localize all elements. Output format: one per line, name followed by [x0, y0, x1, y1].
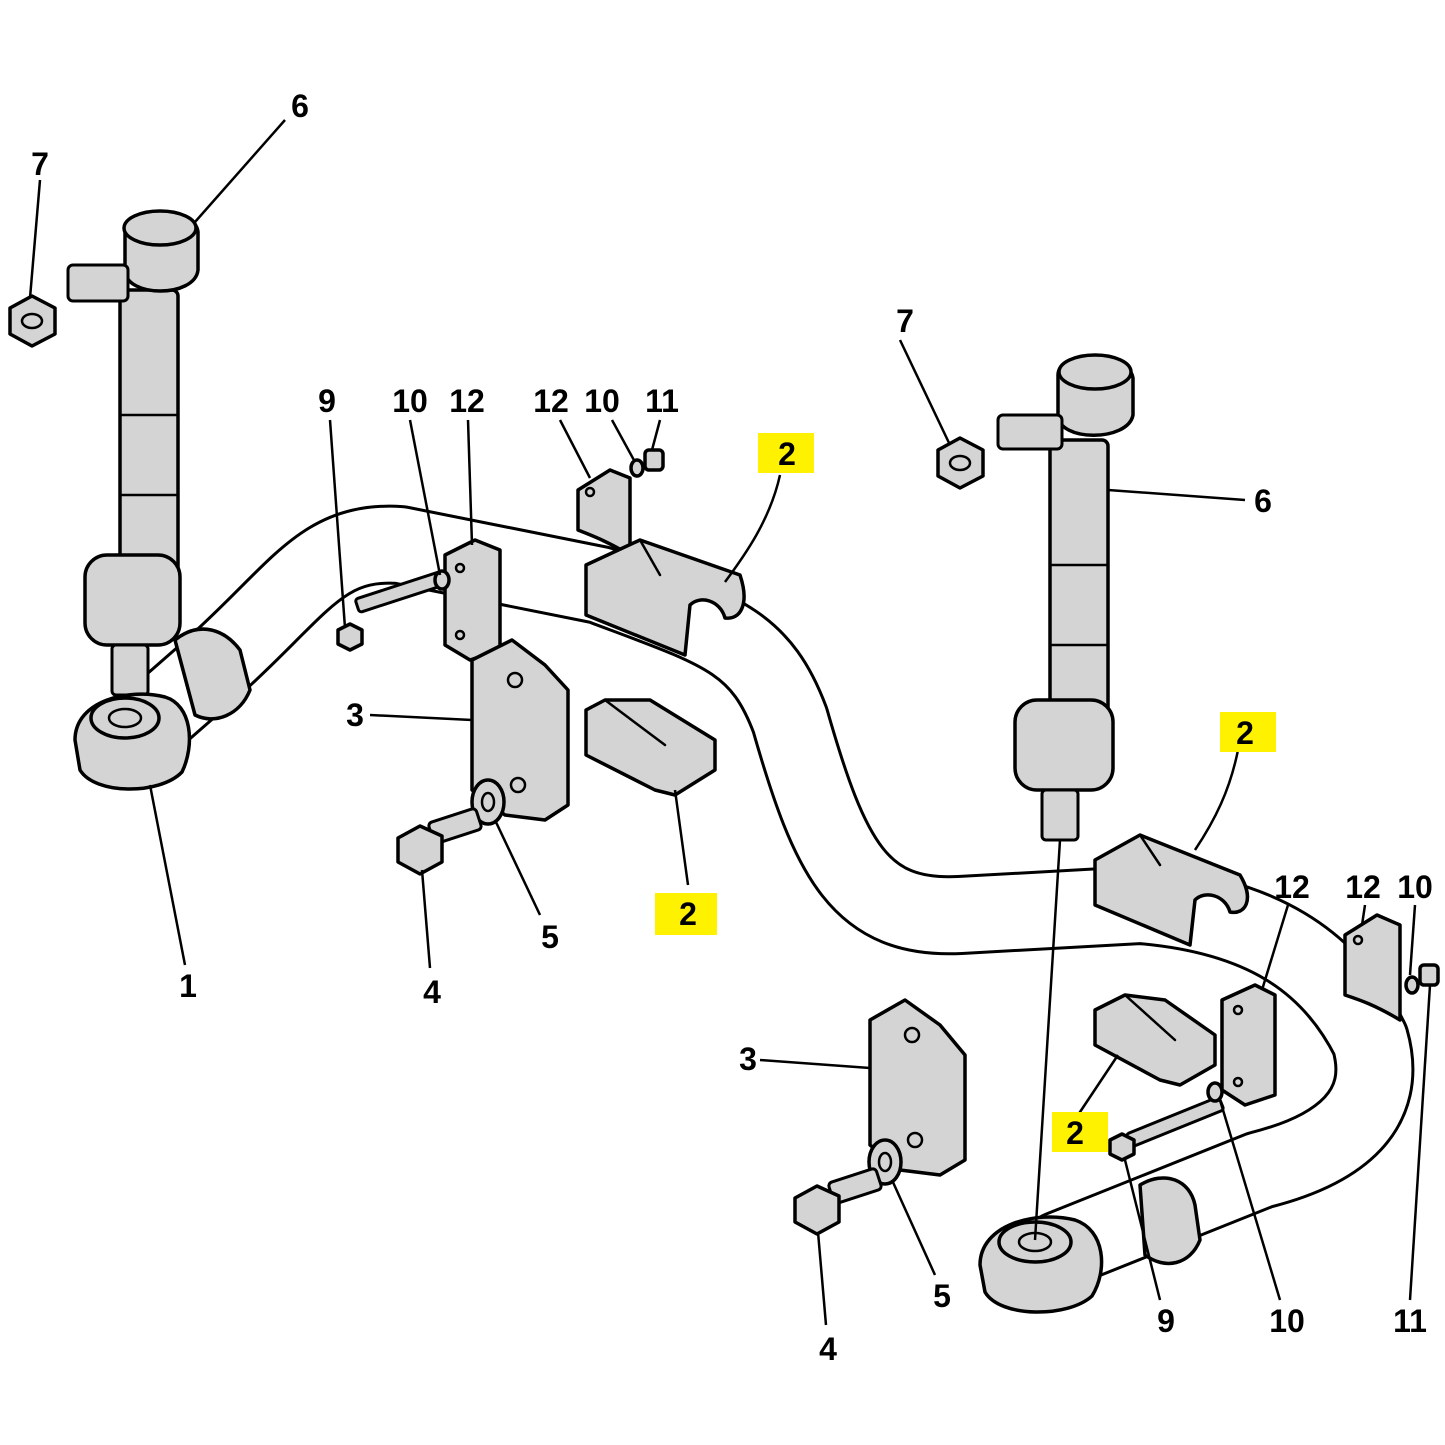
callout-6-left: 6 [291, 88, 309, 124]
bar-sleeve-left [173, 627, 252, 721]
callout-5-right: 5 [933, 1278, 951, 1314]
callout-12-left: 12 [449, 383, 485, 419]
callout-12-upper: 12 [533, 383, 569, 419]
highlight-c2d [1052, 1112, 1108, 1152]
clamp-cap-upper-left [576, 468, 632, 557]
drop-link-left [66, 209, 200, 697]
bolt-left [396, 807, 483, 876]
highlight-c2c [655, 893, 717, 935]
callout-2-lower-right: 2 [1066, 1115, 1084, 1151]
callout-10-lower-right: 10 [1269, 1303, 1305, 1339]
nut-right [936, 436, 985, 490]
callout-12-right-a: 12 [1274, 869, 1310, 905]
anti-roll-bar [90, 504, 1415, 1290]
highlight-c2b [1220, 712, 1276, 752]
callout-3-left: 3 [346, 697, 364, 733]
callout-7-right: 7 [896, 303, 914, 339]
washer-small-left [433, 569, 451, 591]
bush-lower-left [584, 698, 717, 797]
washer-left [470, 778, 506, 826]
bolt-right [793, 1167, 883, 1236]
nut-small-right [1418, 963, 1440, 987]
callout-7-left: 7 [31, 146, 49, 182]
callout-3-right: 3 [739, 1041, 757, 1077]
bush-upper-right [1093, 833, 1250, 947]
assembly-guide-line [1033, 839, 1062, 1241]
clamp-cap-right [1343, 913, 1402, 1022]
bush-upper-left [584, 538, 746, 657]
callout-2-upper-left: 2 [778, 436, 796, 472]
washer-small-upper [629, 458, 645, 478]
ball-joint-eye-left [73, 692, 192, 791]
callout-4-left: 4 [423, 974, 441, 1010]
bar-sleeve-right [1138, 1176, 1202, 1266]
nut-left [8, 294, 57, 348]
highlight-c2a [758, 433, 814, 473]
callout-11-upper: 11 [645, 383, 679, 419]
callout-9-left: 9 [318, 383, 336, 419]
callout-9-right: 9 [1157, 1303, 1175, 1339]
callout-5-left: 5 [541, 919, 559, 955]
callout-10-right: 10 [1397, 869, 1433, 905]
callout-2-lower-left: 2 [679, 896, 697, 932]
clamp-half-lower-right [1220, 983, 1277, 1107]
leader-lines [28, 119, 1432, 1326]
callout-2-upper-right: 2 [1236, 715, 1254, 751]
callout-highlights [655, 433, 1276, 1152]
washer-small-lower-right [1206, 1081, 1224, 1103]
callout-11-lower-right: 11 [1393, 1303, 1427, 1339]
callout-10-left: 10 [392, 383, 428, 419]
bush-lower-right [1093, 993, 1217, 1087]
callout-4-right: 4 [819, 1331, 837, 1367]
ball-joint-eye-right [978, 1215, 1104, 1314]
washer-small-right [1404, 975, 1420, 995]
bolt-long-left [336, 570, 446, 652]
clamp-half-upper-left [443, 538, 502, 662]
callout-labels: 1 2 2 2 2 3 3 4 4 5 5 6 6 7 7 9 9 10 10 … [31, 88, 1433, 1367]
callout-12-right-b: 12 [1345, 869, 1381, 905]
callout-10-upper: 10 [584, 383, 620, 419]
nut-small-upper [643, 448, 665, 472]
callout-1: 1 [179, 968, 197, 1004]
callout-6-right: 6 [1254, 483, 1272, 519]
drop-link-right [996, 353, 1135, 842]
